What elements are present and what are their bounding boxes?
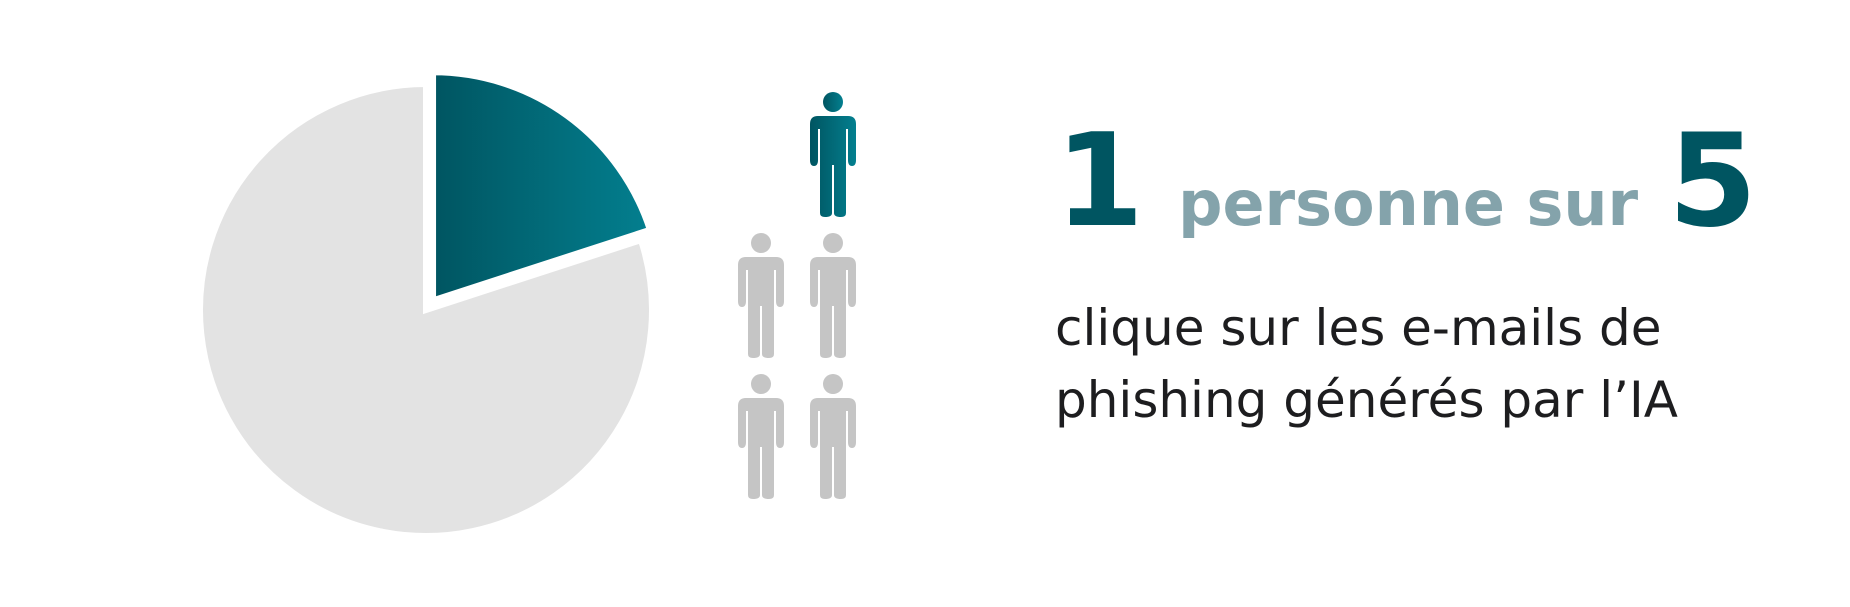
stat-connector: personne sur <box>1178 167 1639 240</box>
people-pictogram <box>738 92 856 499</box>
person-icon <box>738 233 784 358</box>
person-icon <box>810 374 856 499</box>
pie-slice-highlighted <box>430 69 654 305</box>
pie-chart <box>197 69 655 539</box>
stat-headline: 1 personne sur 5 <box>1055 118 1815 246</box>
stat-caption: clique sur les e-mails de phishing génér… <box>1055 292 1775 436</box>
stat-text-block: 1 personne sur 5 clique sur les e-mails … <box>1055 118 1815 436</box>
pie-slice-rest <box>197 80 655 539</box>
stat-caption-line-2: phishing générés par l’IA <box>1055 371 1678 429</box>
stat-total: 5 <box>1668 107 1757 256</box>
person-icon-highlighted <box>810 92 856 217</box>
stat-count: 1 <box>1055 107 1144 256</box>
person-icon <box>738 374 784 499</box>
stat-caption-line-1: clique sur les e-mails de <box>1055 299 1662 357</box>
person-icon <box>810 233 856 358</box>
